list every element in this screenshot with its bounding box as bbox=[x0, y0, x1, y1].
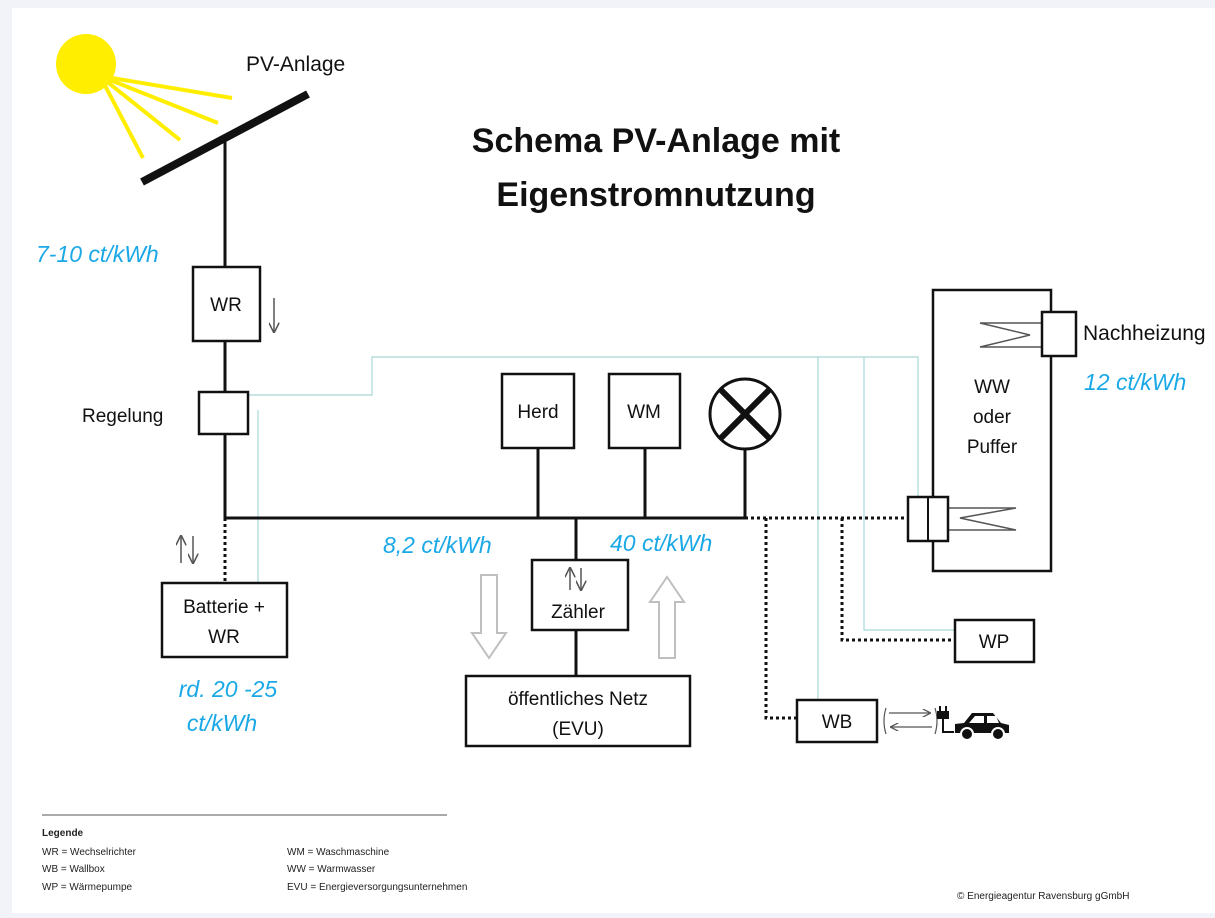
meter-arrows-icon bbox=[570, 568, 581, 590]
wm-box bbox=[607, 372, 682, 450]
control-lines bbox=[248, 356, 958, 702]
sun-icon bbox=[56, 34, 233, 159]
batterie-label-1: Batterie + bbox=[183, 597, 265, 618]
wb-box bbox=[795, 698, 879, 744]
legend-item: WM = Waschmaschine bbox=[287, 847, 390, 858]
zaehler-box bbox=[530, 558, 630, 632]
legend-item: WB = Wallbox bbox=[42, 864, 105, 875]
legend-item: WP = Wärmepumpe bbox=[42, 882, 133, 893]
lamp-icon bbox=[708, 377, 782, 451]
pv-price: 7-10 ct/kWh bbox=[36, 241, 159, 267]
car-icon bbox=[955, 713, 1009, 741]
wm-label: WM bbox=[627, 402, 661, 423]
charging-plug-icon bbox=[937, 706, 954, 733]
regelung-box bbox=[197, 390, 250, 436]
netz-label-2: (EVU) bbox=[552, 719, 604, 740]
wr-box bbox=[191, 265, 262, 343]
pv-anlage-label: PV-Anlage bbox=[246, 53, 345, 76]
wb-label: WB bbox=[822, 712, 853, 733]
pv-panel bbox=[140, 90, 310, 186]
legend-item: WR = Wechselrichter bbox=[42, 847, 137, 858]
dotted-wiring bbox=[223, 516, 955, 720]
legend-item: EVU = Energieversorgungsunternehmen bbox=[287, 882, 467, 893]
nachheizung-label: Nachheizung bbox=[1083, 322, 1206, 345]
main-wiring bbox=[223, 140, 747, 676]
nachheizung-price: 12 ct/kWh bbox=[1084, 369, 1186, 395]
netz-label-1: öffentliches Netz bbox=[508, 689, 648, 710]
wp-label: WP bbox=[979, 632, 1010, 653]
copyright: © Energieagentur Ravensburg gGmbH bbox=[957, 891, 1129, 902]
herd-box bbox=[500, 372, 576, 450]
batterie-label-2: WR bbox=[208, 627, 240, 648]
ww-label-1: WW bbox=[974, 377, 1010, 398]
bidirectional-arrow-icon bbox=[181, 536, 193, 563]
ww-label-3: Puffer bbox=[967, 437, 1018, 458]
herd-label: Herd bbox=[517, 402, 558, 423]
ww-puffer-tank bbox=[931, 288, 1053, 573]
purchase-arrow-icon bbox=[648, 575, 686, 659]
legend-heading: Legende bbox=[42, 828, 84, 839]
batterie-price-2: ct/kWh bbox=[187, 710, 257, 736]
batterie-box bbox=[160, 581, 289, 659]
einspeise-price: 8,2 ct/kWh bbox=[383, 532, 492, 558]
heater-coil-icon bbox=[906, 495, 1017, 543]
regelung-label: Regelung bbox=[82, 406, 163, 427]
nachheizung-coil-icon bbox=[979, 310, 1078, 358]
title-line-1: Schema PV-Anlage mit bbox=[472, 122, 840, 160]
wp-box bbox=[953, 618, 1036, 664]
title-line-2: Eigenstromnutzung bbox=[496, 176, 815, 214]
legend-item: WW = Warmwasser bbox=[287, 864, 376, 875]
charging-exchange-arrows-icon bbox=[883, 707, 938, 735]
netz-box bbox=[464, 674, 692, 748]
wr-box-label: WR bbox=[210, 295, 242, 316]
feed-in-arrow-icon bbox=[470, 574, 508, 660]
zaehler-label: Zähler bbox=[551, 602, 606, 623]
ww-label-2: oder bbox=[973, 407, 1012, 428]
batterie-price-1: rd. 20 -25 bbox=[179, 676, 278, 702]
bezug-price: 40 ct/kWh bbox=[610, 530, 712, 556]
